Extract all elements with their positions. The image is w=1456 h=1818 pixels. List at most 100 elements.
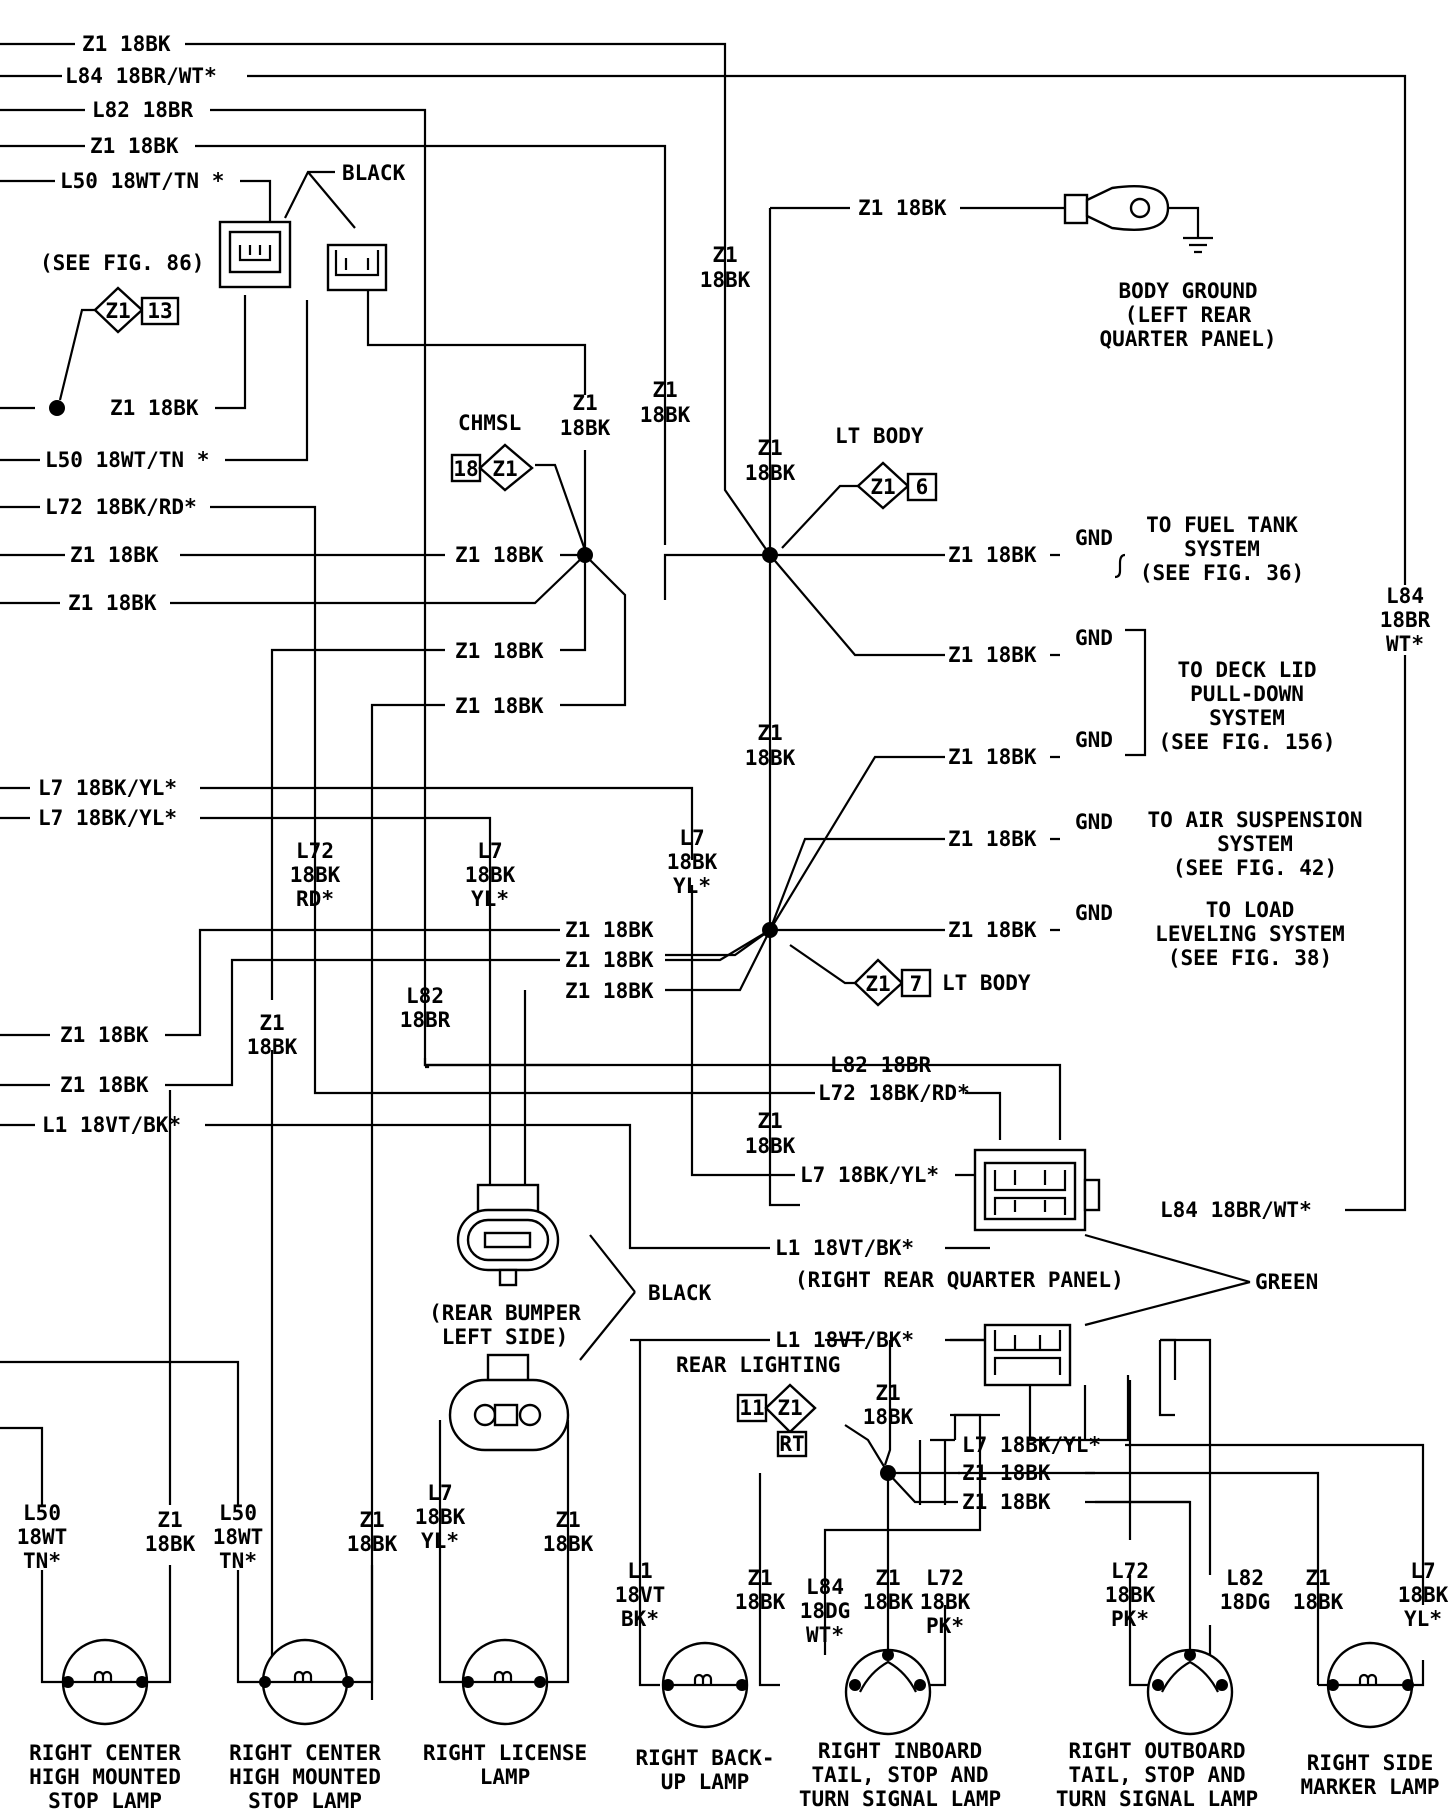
lw-p1: L7 [1410, 1559, 1435, 1583]
lw-g2: 18VT [615, 1583, 666, 1607]
label-rl-z1: Z1 [777, 1396, 802, 1420]
wire-z1-top [0, 42, 771, 556]
label-vz1-b1: Z1 [572, 391, 597, 415]
label-chmsl-z1: Z1 [492, 457, 517, 481]
wire-l72-inb [928, 1605, 947, 1687]
label-gnd-3: GND [1075, 728, 1113, 752]
lw-o1: Z1 [1305, 1566, 1330, 1590]
lw-g1: L1 [627, 1559, 652, 1583]
label-vl82-2: 18BR [400, 1008, 451, 1032]
wire-l72-b [313, 1090, 1002, 1140]
label-r-z1-2: Z1 18BK [948, 643, 1037, 667]
label-left-13: Z1 18BK [60, 1023, 149, 1047]
lamp-right-back-up [661, 1641, 749, 1729]
wire-l50-a [0, 179, 272, 222]
label-deck-4: (SEE FIG. 156) [1158, 730, 1335, 754]
label-splice-in-2: Z1 18BK [455, 639, 544, 663]
label-vl7b-1: L7 [679, 826, 704, 850]
label-left-1: Z1 18BK [82, 32, 171, 56]
label-lt-body-bot: LT BODY [942, 971, 1031, 995]
wire-l72-outb [1128, 1575, 1150, 1687]
lw-n1: L82 [1226, 1566, 1264, 1590]
lamp-3-line2: UP LAMP [661, 1770, 750, 1794]
splice-lt-body-upper [762, 547, 778, 563]
connector-bumper-a [456, 1183, 560, 1287]
wire-z1-h [270, 648, 445, 1000]
lamp-right-license [461, 1638, 549, 1726]
label-bumper-1: (REAR BUMPER [429, 1301, 581, 1325]
wire-l7-a2 [690, 885, 985, 1177]
lw-m1: L72 [1111, 1559, 1149, 1583]
label-vz1-c1: Z1 [652, 378, 677, 402]
wire-rl-up [883, 1340, 892, 1466]
lamp-6-line2: MARKER LAMP [1300, 1775, 1439, 1799]
label-left-12: L7 18BK/YL* [38, 806, 177, 830]
label-vl72-1: L72 [296, 839, 334, 863]
label-vl7a-1: L7 [477, 839, 502, 863]
label-conn-l82: L82 18BR [830, 1053, 932, 1077]
label-vz1-b2: 18BK [560, 416, 611, 440]
label-rl-rt: RT [779, 1432, 804, 1456]
lamp-right-inboard-tail [844, 1648, 932, 1736]
wire-l7-marker [1125, 1443, 1425, 1605]
label-chmsl: CHMSL [458, 411, 521, 435]
label-r-z1-4: Z1 18BK [948, 827, 1037, 851]
lamp-right-outboard-tail [1146, 1648, 1234, 1736]
gnd-sym-1 [1114, 553, 1126, 579]
label-rl-l7: L7 18BK/YL* [962, 1433, 1101, 1457]
label-left-9: Z1 18BK [70, 543, 159, 567]
label-mid-z1-2: Z1 18BK [565, 948, 654, 972]
lamp-5-line3: TURN SIGNAL LAMP [1056, 1787, 1258, 1811]
label-left-6: Z1 18BK [110, 396, 199, 420]
wire-l84-down [1345, 655, 1407, 1212]
label-green: GREEN [1255, 1270, 1318, 1294]
lamp-2-line1: RIGHT LICENSE [423, 1741, 587, 1765]
splice-lt-body-lower [762, 922, 778, 938]
lamp-2-line2: LAMP [480, 1765, 531, 1789]
label-air-3: (SEE FIG. 42) [1173, 856, 1337, 880]
lw-a3: TN* [23, 1549, 61, 1573]
wire-mid-1 [665, 929, 771, 957]
wire-l82-low [423, 1058, 1062, 1140]
label-left-8: L72 18BK/RD* [45, 495, 197, 519]
green-leaders [1084, 1233, 1251, 1327]
label-r-z1-1: Z1 18BK [948, 543, 1037, 567]
label-lt-body-z1: Z1 [870, 475, 895, 499]
wire-l84-inb [823, 1413, 982, 1655]
label-deck-1: TO DECK LID [1177, 658, 1316, 682]
lamp-4-line1: RIGHT INBOARD [818, 1739, 982, 1763]
lw-n2: 18DG [1220, 1590, 1271, 1614]
label-fuel-1: TO FUEL TANK [1146, 513, 1298, 537]
label-rl-z1-1: Z1 18BK [962, 1461, 1051, 1485]
label-load-2: LEVELING SYSTEM [1155, 922, 1345, 946]
label-left-4: Z1 18BK [90, 134, 179, 158]
wire-l50-lamp1 [0, 1426, 44, 1505]
wire-l50-lamp2 [0, 1360, 240, 1505]
lamp-0-line2: HIGH MOUNTED [29, 1765, 181, 1789]
label-l84-v1: L84 [1386, 584, 1424, 608]
wire-z1-marker [1095, 1471, 1320, 1605]
splice-rear-lighting [880, 1465, 896, 1481]
lamp-1-line3: STOP LAMP [248, 1789, 362, 1813]
lw-a1: L50 [23, 1501, 61, 1525]
wire-qp-c [1028, 1375, 1130, 1442]
lw-c1: L50 [219, 1501, 257, 1525]
label-vz1-a1: Z1 [712, 243, 737, 267]
lw-k3: PK* [926, 1614, 964, 1638]
lw-i2: 18DG [800, 1599, 851, 1623]
lamp-0-line3: STOP LAMP [48, 1789, 162, 1813]
label-bumper-2: LEFT SIDE) [442, 1325, 568, 1349]
label-z1-13-b: 13 [147, 299, 172, 323]
wire-l50-lamp2b [236, 1570, 265, 1684]
label-gnd-2: GND [1075, 626, 1113, 650]
lw-o2: 18BK [1293, 1590, 1344, 1614]
label-r-z1-5: Z1 18BK [948, 918, 1037, 942]
lw-e3: YL* [421, 1529, 459, 1553]
splice-z1-left [49, 400, 65, 416]
label-black-top: BLACK [342, 161, 406, 185]
wire-splice-down2 [560, 554, 627, 707]
label-left-5: L50 18WT/TN * [60, 169, 224, 193]
lamp-3-line1: RIGHT BACK- [635, 1746, 774, 1770]
diamond-z1-13 [93, 286, 180, 334]
wire-l84 [0, 74, 1407, 585]
